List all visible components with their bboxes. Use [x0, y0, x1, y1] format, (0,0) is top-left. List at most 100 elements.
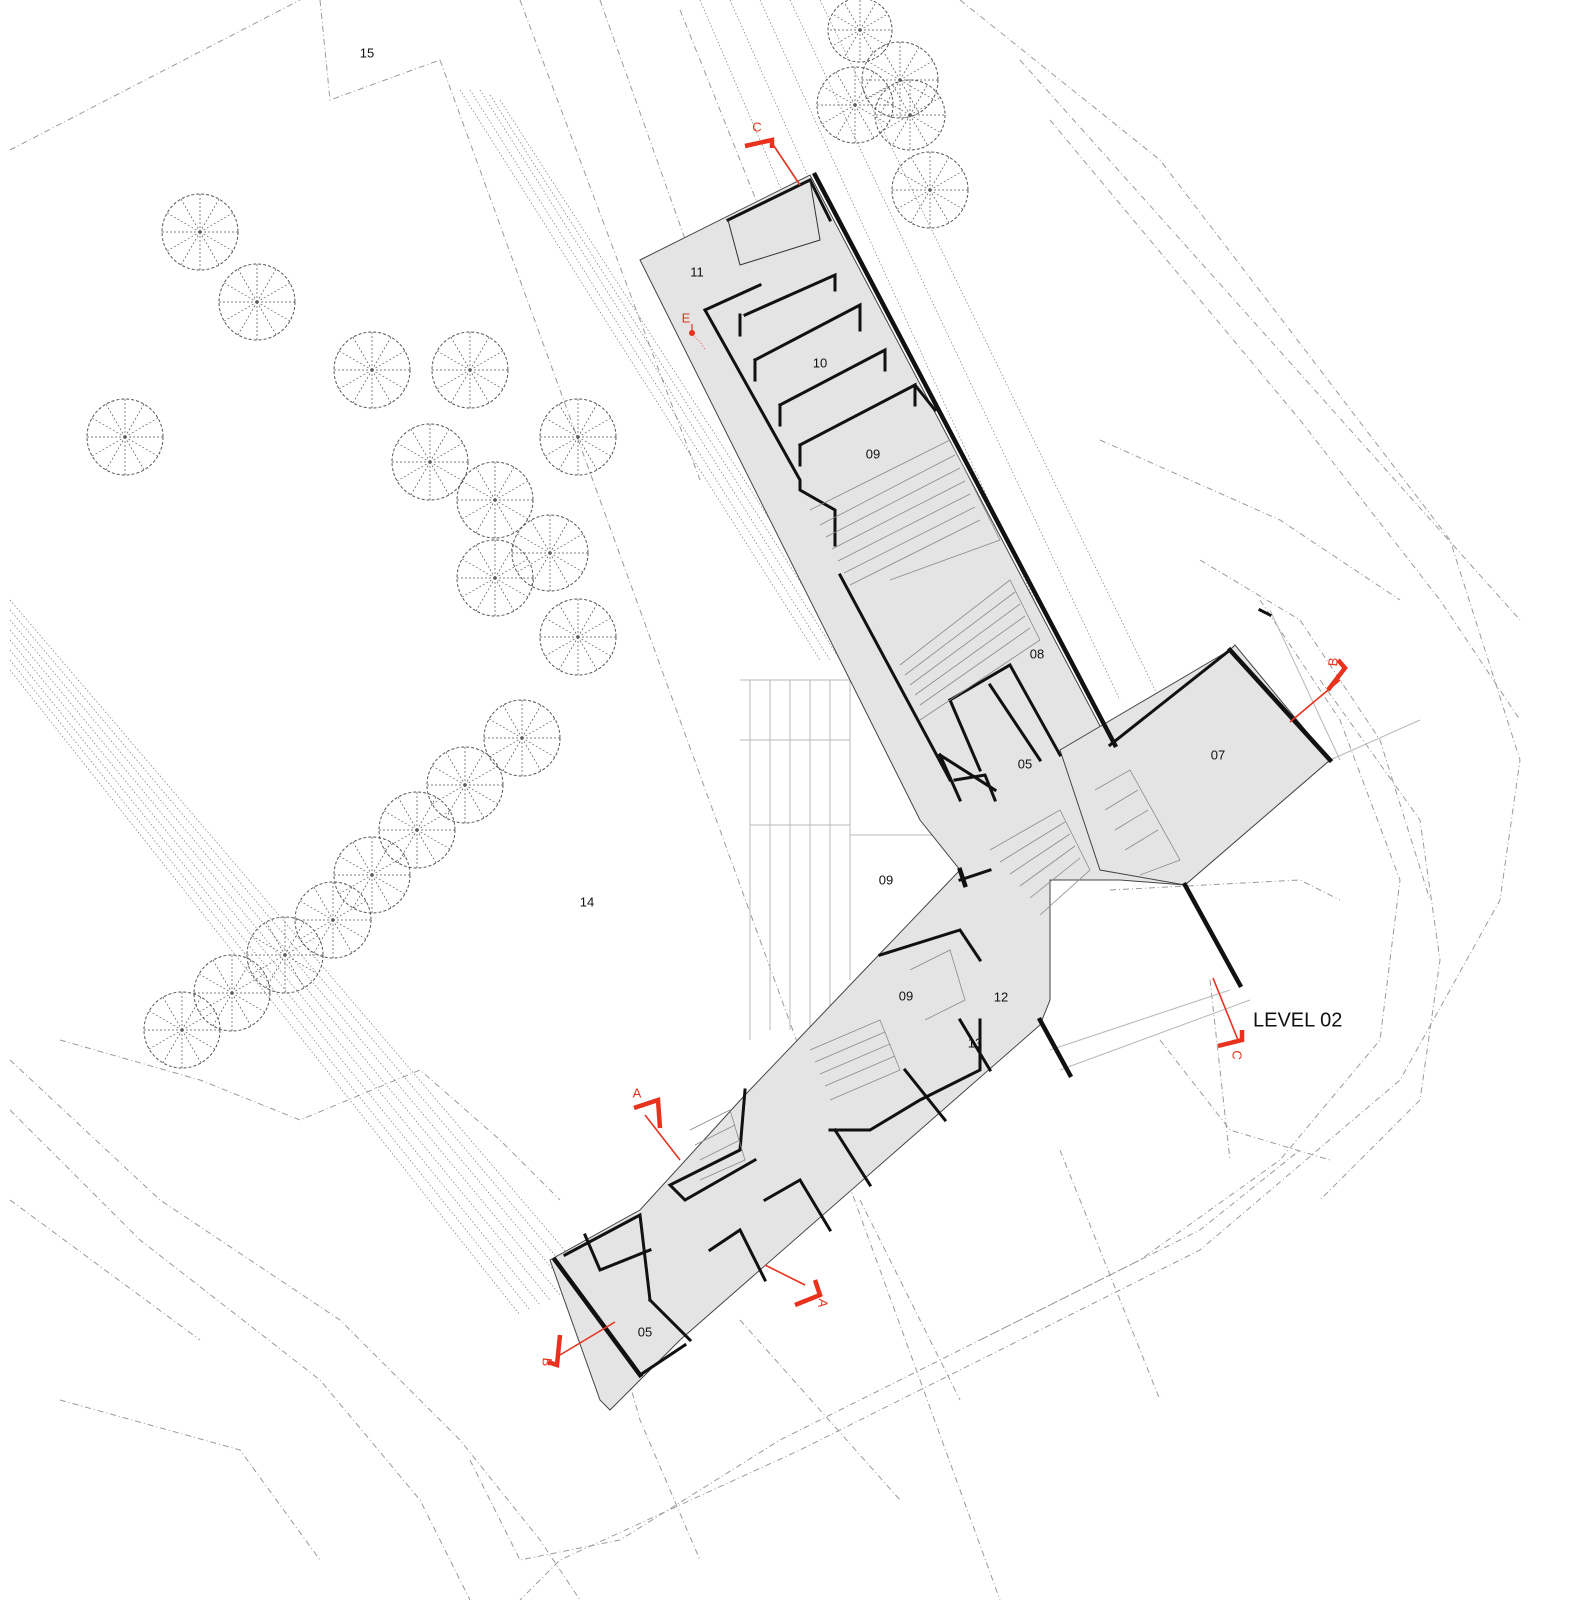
room-label-08: 08 — [1030, 646, 1044, 661]
tree-branch — [892, 114, 911, 146]
tree-branch — [558, 403, 579, 438]
room-label-09-north: 09 — [866, 446, 880, 461]
tree-branch — [352, 369, 373, 404]
tree-branch — [549, 519, 570, 554]
tree-branch — [461, 577, 496, 598]
tree-branch — [521, 704, 542, 739]
tree-branch — [231, 992, 252, 1027]
tree-branch — [91, 417, 126, 438]
tree-branch — [431, 765, 466, 786]
tree-branch — [265, 954, 286, 989]
elevation-e-arc — [691, 334, 706, 351]
tree-branch — [494, 558, 529, 579]
tree-branch — [223, 282, 258, 303]
tree-icon — [511, 514, 589, 592]
tree-branch — [577, 403, 598, 438]
tree-branch — [429, 461, 450, 496]
tree-branch — [436, 369, 471, 390]
tree-branch — [516, 552, 551, 573]
tree-branch — [416, 829, 451, 850]
tree-branch — [332, 919, 353, 954]
tree-branch — [212, 992, 233, 1027]
tree-icon — [391, 423, 469, 501]
tree-branch — [371, 874, 392, 909]
tree-branch — [237, 301, 258, 336]
tree-icon — [333, 331, 411, 409]
tree-branch — [832, 29, 861, 47]
tree-branch — [464, 784, 499, 805]
tree-branch — [821, 85, 856, 106]
tree-branch — [450, 336, 471, 371]
tree-branch — [212, 959, 233, 994]
tree-branch — [469, 350, 504, 371]
tree-branch — [338, 855, 373, 876]
tree-branch — [105, 436, 126, 471]
tree-branch — [256, 301, 291, 322]
tree-branch — [397, 796, 418, 831]
tree-branch — [124, 436, 159, 457]
tree-branch — [371, 336, 392, 371]
tree-branch — [371, 841, 392, 876]
tree-branch — [494, 466, 515, 501]
tree-branch — [859, 2, 877, 31]
tree-branch — [502, 737, 523, 772]
trees — [86, 0, 969, 1069]
tree-branch — [909, 114, 928, 146]
tree-branch — [166, 231, 201, 252]
tree-branch — [859, 29, 888, 47]
tree-branch — [469, 369, 504, 390]
tree-branch — [530, 519, 551, 554]
tree-icon — [161, 193, 239, 271]
tree-branch — [198, 992, 233, 1013]
tree-branch — [929, 156, 950, 191]
tree-branch — [475, 466, 496, 501]
section-a-top-mark — [633, 1096, 663, 1129]
tree-branch — [431, 784, 466, 805]
tree-branch — [416, 796, 437, 831]
tree-branch — [859, 13, 888, 31]
east-wing-floor — [1059, 649, 1331, 886]
tree-branch — [909, 114, 941, 133]
tree-branch — [198, 973, 233, 994]
tree-branch — [896, 170, 931, 191]
tree-branch — [549, 552, 584, 573]
tree-branch — [371, 369, 406, 390]
tree-branch — [464, 765, 499, 786]
tree-branch — [577, 603, 598, 638]
section-a-bottom-label: A — [815, 1298, 831, 1308]
elevation-e-label: E — [682, 310, 691, 325]
plan-title: LEVEL 02 — [1253, 1009, 1342, 1031]
tree-branch — [371, 350, 406, 371]
tree-branch — [843, 29, 861, 58]
tree-branch — [521, 737, 542, 772]
section-b-east-mark — [1326, 658, 1348, 692]
section-a-bottom-mark — [794, 1279, 823, 1308]
tree-branch — [469, 336, 490, 371]
tree-icon — [539, 598, 617, 676]
tree-icon — [294, 881, 372, 959]
tree-branch — [199, 231, 220, 266]
tree-branch — [880, 46, 901, 81]
tree-branch — [879, 97, 911, 116]
tree-branch — [162, 996, 183, 1031]
tree-icon — [431, 331, 509, 409]
tree-icon — [246, 916, 324, 994]
tree-branch — [929, 189, 964, 210]
tree-branch — [502, 704, 523, 739]
tree-branch — [181, 1029, 202, 1064]
tree-branch — [231, 992, 266, 1013]
tree-branch — [223, 301, 258, 322]
tree-icon — [874, 79, 946, 151]
tree-branch — [265, 921, 286, 956]
section-c-bottom-mark — [1217, 1030, 1245, 1049]
tree-branch — [521, 737, 556, 758]
tree-icon — [333, 836, 411, 914]
tree-branch — [558, 636, 579, 671]
tree-branch — [445, 784, 466, 819]
tree-branch — [124, 436, 145, 471]
tree-branch — [469, 369, 490, 404]
tree-icon — [426, 746, 504, 824]
tree-branch — [854, 85, 889, 106]
tree-branch — [909, 84, 928, 116]
tree-branch — [338, 369, 373, 390]
